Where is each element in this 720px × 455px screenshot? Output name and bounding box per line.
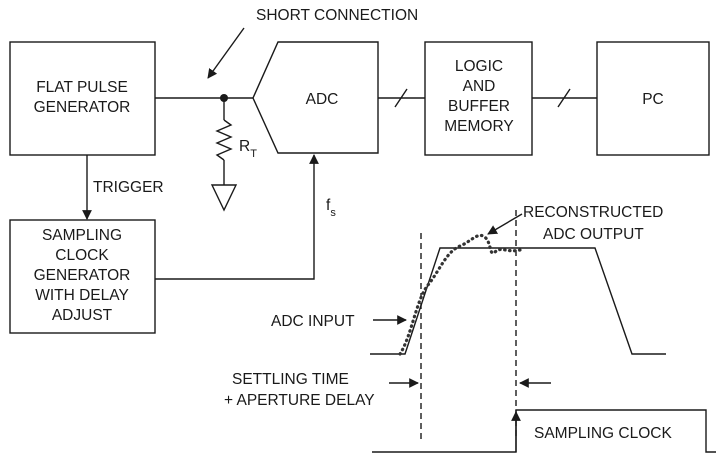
- sampling-clock-generator-line3: GENERATOR: [34, 267, 131, 284]
- sampling-clock-label: SAMPLING CLOCK: [534, 425, 672, 442]
- sampling-clock-generator-line4: WITH DELAY: [35, 287, 129, 304]
- reconstructed-label-line1: RECONSTRUCTED: [523, 204, 663, 221]
- sampling-clock-path: [155, 154, 319, 280]
- pc-label: PC: [642, 91, 664, 108]
- flat-pulse-generator-block: FLAT PULSE GENERATOR: [9, 41, 156, 156]
- reconstructed-label-line2: ADC OUTPUT: [543, 226, 644, 243]
- settling-time-label-line2: + APERTURE DELAY: [224, 392, 375, 409]
- logic-buffer-memory-block: LOGIC AND BUFFER MEMORY: [424, 41, 533, 156]
- logic-label-line4: MEMORY: [444, 118, 513, 135]
- flat-pulse-generator-label-line2: GENERATOR: [34, 99, 131, 116]
- sampling-clock-generator-line2: CLOCK: [55, 247, 109, 264]
- sampling-clock-waveform: [372, 409, 716, 453]
- short-connection-label: SHORT CONNECTION: [256, 7, 418, 24]
- adc-input-waveform: [370, 247, 666, 355]
- adc-input-label: ADC INPUT: [271, 313, 355, 330]
- pc-block: PC: [596, 41, 710, 156]
- sampling-clock-generator-block: SAMPLING CLOCK GENERATOR WITH DELAY ADJU…: [9, 219, 156, 334]
- trigger-label: TRIGGER: [93, 179, 164, 196]
- rt-label: RT: [239, 138, 257, 160]
- bus-slash-1: [394, 88, 408, 108]
- logic-label-line3: BUFFER: [448, 98, 510, 115]
- ground-symbol: [210, 184, 238, 212]
- reconstructed-arrow: [487, 213, 523, 235]
- settling-time-label-line1: SETTLING TIME: [232, 371, 349, 388]
- fs-label: fs: [326, 197, 336, 219]
- sampling-clock-generator-line5: ADJUST: [52, 307, 113, 324]
- adc-block: ADC: [252, 41, 379, 154]
- bus-slash-2: [557, 88, 571, 108]
- adc-label: ADC: [306, 91, 339, 108]
- reconstructed-adc-output-waveform: [398, 233, 522, 356]
- sampling-clock-generator-line1: SAMPLING: [42, 227, 122, 244]
- logic-label-line1: LOGIC: [455, 58, 503, 75]
- flat-pulse-generator-label-line1: FLAT PULSE: [36, 79, 128, 96]
- short-connection-arrow: [207, 27, 245, 79]
- logic-label-line2: AND: [463, 78, 496, 95]
- termination-resistor: [215, 98, 233, 185]
